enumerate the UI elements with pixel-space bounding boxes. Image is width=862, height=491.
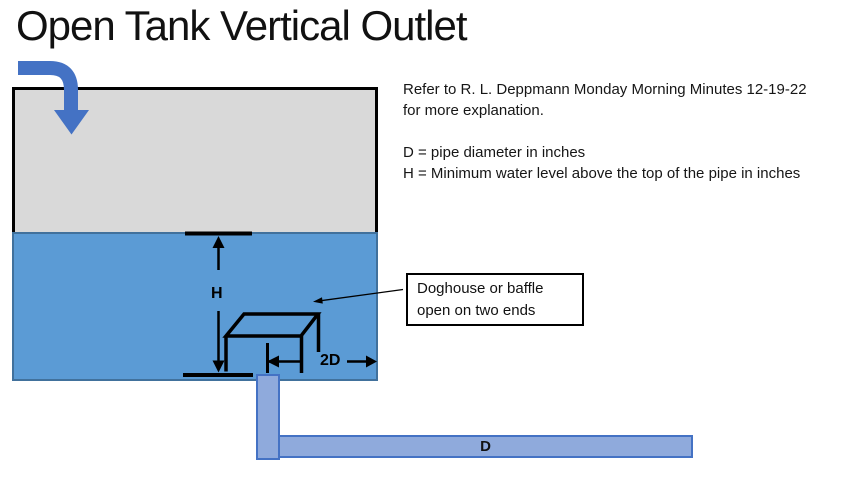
note-definition-h: H = Minimum water level above the top of… [403, 165, 801, 182]
page-title: Open Tank Vertical Outlet [16, 2, 467, 49]
spacing-dimension-label: 2D [320, 352, 341, 369]
note-definition-d: D = pipe diameter in inches [403, 144, 586, 161]
vertical-outlet-pipe [256, 374, 280, 460]
horizontal-discharge-pipe: D [278, 435, 693, 458]
h-dimension-label: H [211, 285, 223, 302]
note-reference-line1: Refer to R. L. Deppmann Monday Morning M… [403, 81, 807, 98]
callout-text-line2: open on two ends [417, 302, 536, 319]
notes-block: Refer to R. L. Deppmann Monday Morning M… [403, 79, 853, 184]
callout-box: Doghouse or baffle open on two ends [406, 273, 584, 326]
callout-text-line1: Doghouse or baffle [417, 280, 544, 297]
pipe-diameter-label: D [480, 438, 491, 455]
note-reference-line2: for more explanation. [403, 102, 544, 119]
tank-air-region [12, 87, 378, 235]
